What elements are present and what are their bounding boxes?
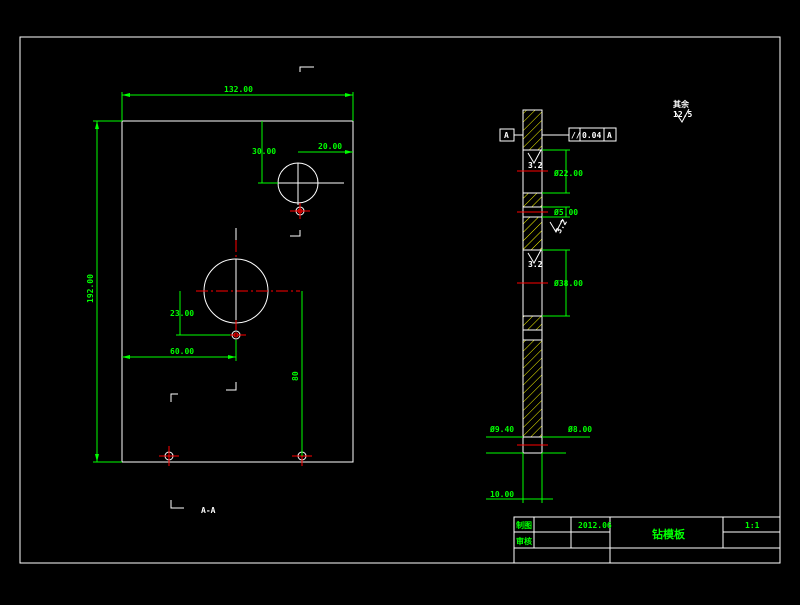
surface-note-2: 12.5	[673, 110, 692, 119]
tb-date: 2012.06	[578, 521, 612, 530]
section-marker-top	[299, 66, 314, 72]
front-view-dim-arrows	[95, 93, 353, 462]
dia-small: Ø5.00	[553, 207, 578, 217]
datum-label: A	[504, 131, 509, 140]
tb-scale: 1:1	[745, 521, 760, 530]
side-view-dimensions	[486, 149, 590, 503]
plate-outline	[121, 120, 354, 463]
arrow-mh-r	[228, 355, 236, 359]
tolerance-frame	[568, 127, 617, 142]
width-dim-text: 132.00	[224, 85, 253, 94]
arrow-uh	[345, 150, 353, 154]
front-view: A-A	[121, 66, 354, 515]
parallel-icon: //	[571, 131, 581, 140]
roughness-2: 3.2	[554, 218, 569, 235]
title-block-frame	[513, 516, 781, 564]
side-hole-pin	[522, 329, 543, 341]
title-block	[513, 516, 781, 564]
tolerance-value: 0.04	[582, 131, 601, 140]
surface-note-1: 其余	[673, 99, 690, 109]
mid-h-dim-text: 60.00	[170, 347, 194, 356]
dim-left-text: Ø9.40	[489, 424, 514, 434]
height-dim-text: 192.00	[86, 274, 95, 303]
upper-h-dim-text: 20.00	[318, 142, 342, 151]
roughness-icon-1	[527, 149, 542, 165]
thickness-text: 10.00	[490, 490, 514, 499]
dim-right-text: Ø8.00	[567, 424, 592, 434]
arrow-w-l	[122, 93, 130, 97]
side-view	[517, 109, 548, 454]
arrow-h-t	[95, 121, 99, 129]
section-marker-mid1	[290, 230, 301, 237]
arrow-h-b	[95, 454, 99, 462]
section-marker-mid3	[226, 382, 237, 391]
section-marker-bottom	[170, 500, 184, 509]
arrow-w-r	[345, 93, 353, 97]
arrow-mh-l	[122, 355, 130, 359]
surface-note-icon	[675, 108, 690, 123]
roughness-icon-2	[549, 218, 564, 234]
lower-v-dim-text: 80	[291, 371, 300, 381]
drawing-border	[19, 36, 781, 564]
tolerance-datum: A	[607, 131, 612, 140]
section-label: A-A	[201, 506, 216, 515]
roughness-icon-3	[527, 249, 542, 265]
tb-row2-label: 审核	[516, 536, 532, 546]
roughness-1: 3.2	[528, 161, 543, 170]
front-view-dimensions	[93, 92, 354, 463]
upper-v-dim-text: 30.00	[252, 147, 276, 156]
tb-row1-label: 制图	[516, 520, 532, 530]
roughness-3: 3.2	[528, 260, 543, 269]
dia-lower: Ø38.00	[553, 278, 583, 288]
section-marker-low	[170, 393, 178, 402]
tb-part-name: 钻模板	[652, 527, 686, 541]
dia-upper: Ø22.00	[553, 168, 583, 178]
mid-v-dim-text: 23.00	[170, 309, 194, 318]
